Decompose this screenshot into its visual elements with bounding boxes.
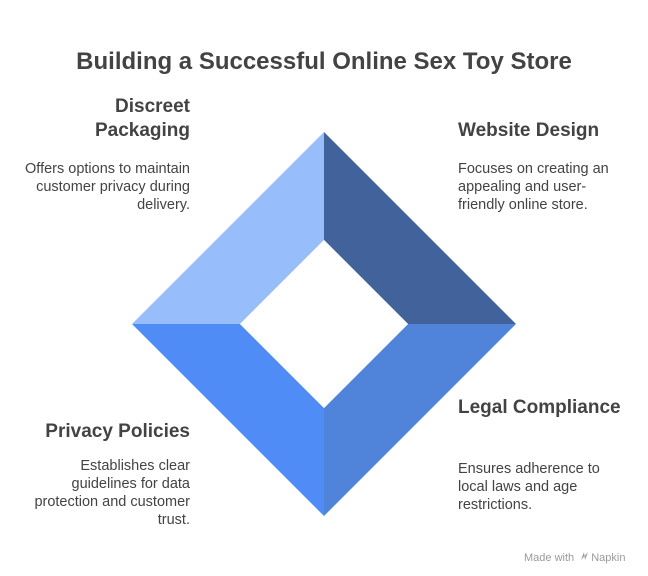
quadrant-website-design-shape (324, 132, 516, 324)
center-diamond (240, 240, 408, 408)
napkin-logo-icon (580, 551, 589, 564)
legal-compliance-description: Ensures adherence to local laws and age … (458, 461, 600, 513)
discreet-packaging-description: Offers options to maintain customer priv… (25, 161, 190, 213)
watermark-brand: Napkin (591, 552, 626, 564)
made-with-napkin-watermark: Made with Napkin (524, 551, 625, 564)
privacy-policies-description: Establishes clear guidelines for data pr… (34, 458, 190, 528)
quadrant-discreet-packaging-shape (132, 132, 324, 324)
legal-compliance-title: Legal Compliance (458, 397, 621, 418)
watermark-prefix: Made with (524, 552, 575, 564)
website-design-description: Focuses on creating an appealing and use… (458, 161, 609, 213)
quadrant-legal-compliance-shape (324, 324, 516, 516)
privacy-policies-title: Privacy Policies (45, 421, 190, 442)
page-title: Building a Successful Online Sex Toy Sto… (76, 48, 572, 75)
website-design-title: Website Design (458, 120, 600, 141)
quadrant-privacy-policies-shape (132, 324, 324, 516)
discreet-packaging-title: Discreet Packaging (94, 96, 190, 141)
